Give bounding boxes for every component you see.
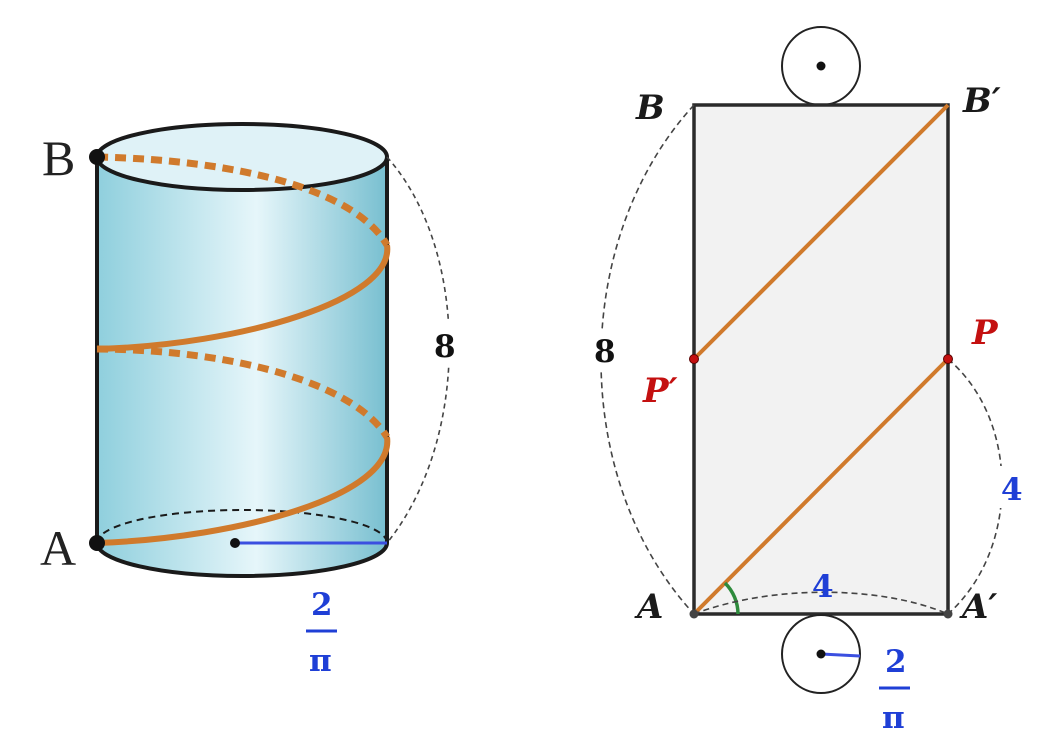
net-diagonal-upper (692, 103, 950, 361)
net-label-P-prime: P′ (642, 371, 678, 411)
net-label-B-prime: B′ (962, 81, 1001, 121)
net-angle-arc (723, 581, 740, 615)
point-A-net (689, 609, 699, 619)
point-P (943, 354, 953, 364)
net-label-A-prime: A′ (959, 587, 997, 627)
net-left-height-label-bg (592, 330, 622, 372)
point-A-cylinder (89, 535, 105, 551)
point-B-cylinder (89, 149, 105, 165)
net-figure: B B′ P′ P A A′ 8 4 4 2 π (592, 26, 1026, 736)
net-top-circle-center (816, 61, 826, 71)
cylinder-bottom-front (95, 542, 389, 578)
net-bottom-arc (693, 591, 949, 615)
point-P-prime (689, 354, 699, 364)
cylinder-bottom-center-point (230, 538, 240, 548)
net-right-half-arc (947, 358, 1003, 615)
net-label-A: A (634, 587, 663, 627)
net-bottom-circle-radius (820, 652, 861, 658)
cylinder-height-label: 8 (434, 329, 456, 365)
net-right-label-bg (996, 466, 1026, 508)
helix-front-segment-lower (96, 436, 391, 546)
net-rectangle (692, 103, 950, 616)
height-label-bg (428, 322, 462, 366)
point-A-prime (943, 609, 953, 619)
net-label-B: B (635, 88, 665, 128)
net-bottom-width-label: 4 (812, 569, 834, 605)
net-label-P: P (971, 313, 999, 353)
cylinder-figure: 8 B A 2 π (40, 122, 462, 679)
helix-back-segment-lower (96, 345, 390, 439)
net-right-segment-label: 4 (1001, 472, 1023, 508)
net-bottom-circle-center (816, 649, 826, 659)
helix-front-segment-upper (96, 244, 391, 352)
net-radius-denominator: π (882, 700, 905, 736)
helix-back-segment-upper (96, 153, 391, 247)
net-left-height-label: 8 (594, 334, 616, 370)
cylinder-radius-numerator: 2 (311, 587, 333, 623)
cylinder-label-A: A (40, 520, 76, 576)
cylinder-radius-denominator: π (309, 643, 332, 679)
net-diagonal-lower (692, 357, 950, 616)
cylinder-label-B: B (42, 130, 75, 186)
net-radius-numerator: 2 (885, 644, 907, 680)
